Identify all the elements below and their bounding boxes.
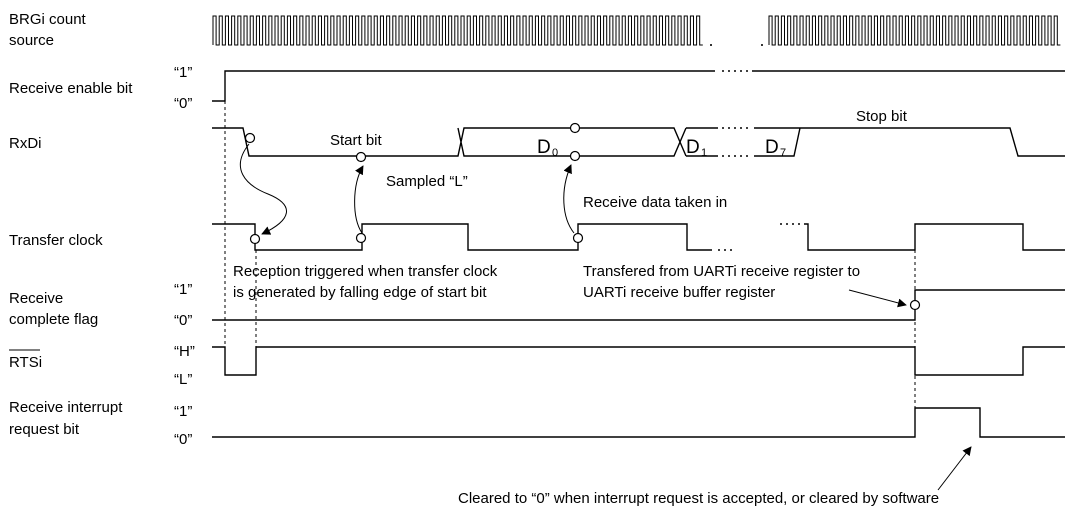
receive-interrupt-low-label: “0”	[174, 431, 192, 448]
stop-bit-label: Stop bit	[856, 108, 908, 125]
receive-complete-high-label: “1”	[174, 281, 192, 298]
rxd-waveform-right	[754, 127, 1065, 157]
sampled-annotation: Sampled “L”	[386, 173, 468, 190]
clock-sample-marker-1	[355, 232, 367, 244]
receive-enable-high-label: “1”	[174, 64, 192, 81]
rts-low-label: “L”	[174, 371, 192, 388]
receive-enable-label: Receive enable bit	[9, 80, 133, 97]
trigger-annotation-line2: is generated by falling edge of start bi…	[233, 284, 487, 301]
receive-complete-label-line1: Receive	[9, 290, 63, 307]
brg-label-line2: source	[9, 32, 54, 49]
transfer-clock-waveform-right	[804, 223, 1065, 251]
brg-clock-waveform-left	[212, 15, 703, 46]
d7-subscript: 7	[780, 147, 786, 159]
rts-high-label: “H”	[174, 343, 195, 360]
rts-label: RTSi	[9, 354, 42, 371]
rxd-falling-edge-marker	[244, 132, 256, 144]
transfer-clock-label: Transfer clock	[9, 232, 103, 249]
receive-complete-low-label: “0”	[174, 312, 192, 329]
start-bit-label: Start bit	[330, 132, 383, 149]
rts-waveform	[212, 346, 1065, 376]
receive-interrupt-label-line2: request bit	[9, 421, 80, 438]
receive-complete-set-marker	[909, 299, 921, 311]
d1-label: D	[686, 137, 700, 158]
d0-label: D	[537, 137, 551, 158]
receive-enable-waveform	[212, 70, 715, 102]
receive-interrupt-label-line1: Receive interrupt	[9, 399, 123, 416]
trigger-annotation-line1: Reception triggered when transfer clock	[233, 263, 498, 280]
clock-sample-marker-2	[572, 232, 584, 244]
d7-label: D	[765, 137, 779, 158]
clock-trigger-marker	[249, 233, 261, 245]
rxd-waveform	[212, 127, 681, 157]
transferred-annotation-line2: UARTi receive buffer register	[583, 284, 775, 301]
rxd-d1-cell	[679, 127, 718, 157]
sampled-curved-arrow	[354, 165, 364, 234]
d0-sample-marker-low	[569, 150, 581, 162]
d1-subscript: 1	[701, 147, 707, 159]
brg-label-line1: BRGi count	[9, 11, 87, 28]
receive-interrupt-waveform	[212, 407, 1065, 438]
receive-interrupt-high-label: “1”	[174, 403, 192, 420]
trigger-curved-arrow	[239, 143, 287, 235]
cleared-annotation: Cleared to “0” when interrupt request is…	[458, 490, 939, 507]
start-bit-sample-marker	[355, 151, 367, 163]
transferred-annotation-line1: Transfered from UARTi receive register t…	[583, 263, 860, 280]
transfer-clock-waveform	[212, 223, 712, 251]
d0-sample-marker-high	[569, 122, 581, 134]
receive-enable-low-label: “0”	[174, 95, 192, 112]
transfer-arrow	[848, 289, 907, 308]
brg-clock-waveform-right	[768, 15, 1061, 46]
cleared-arrow	[937, 446, 972, 491]
data-taken-curved-arrow	[563, 164, 575, 234]
receive-complete-label-line2: complete flag	[9, 311, 98, 328]
d0-subscript: 0	[552, 147, 558, 159]
rxd-label: RxDi	[9, 135, 42, 152]
data-taken-annotation: Receive data taken in	[583, 194, 727, 211]
